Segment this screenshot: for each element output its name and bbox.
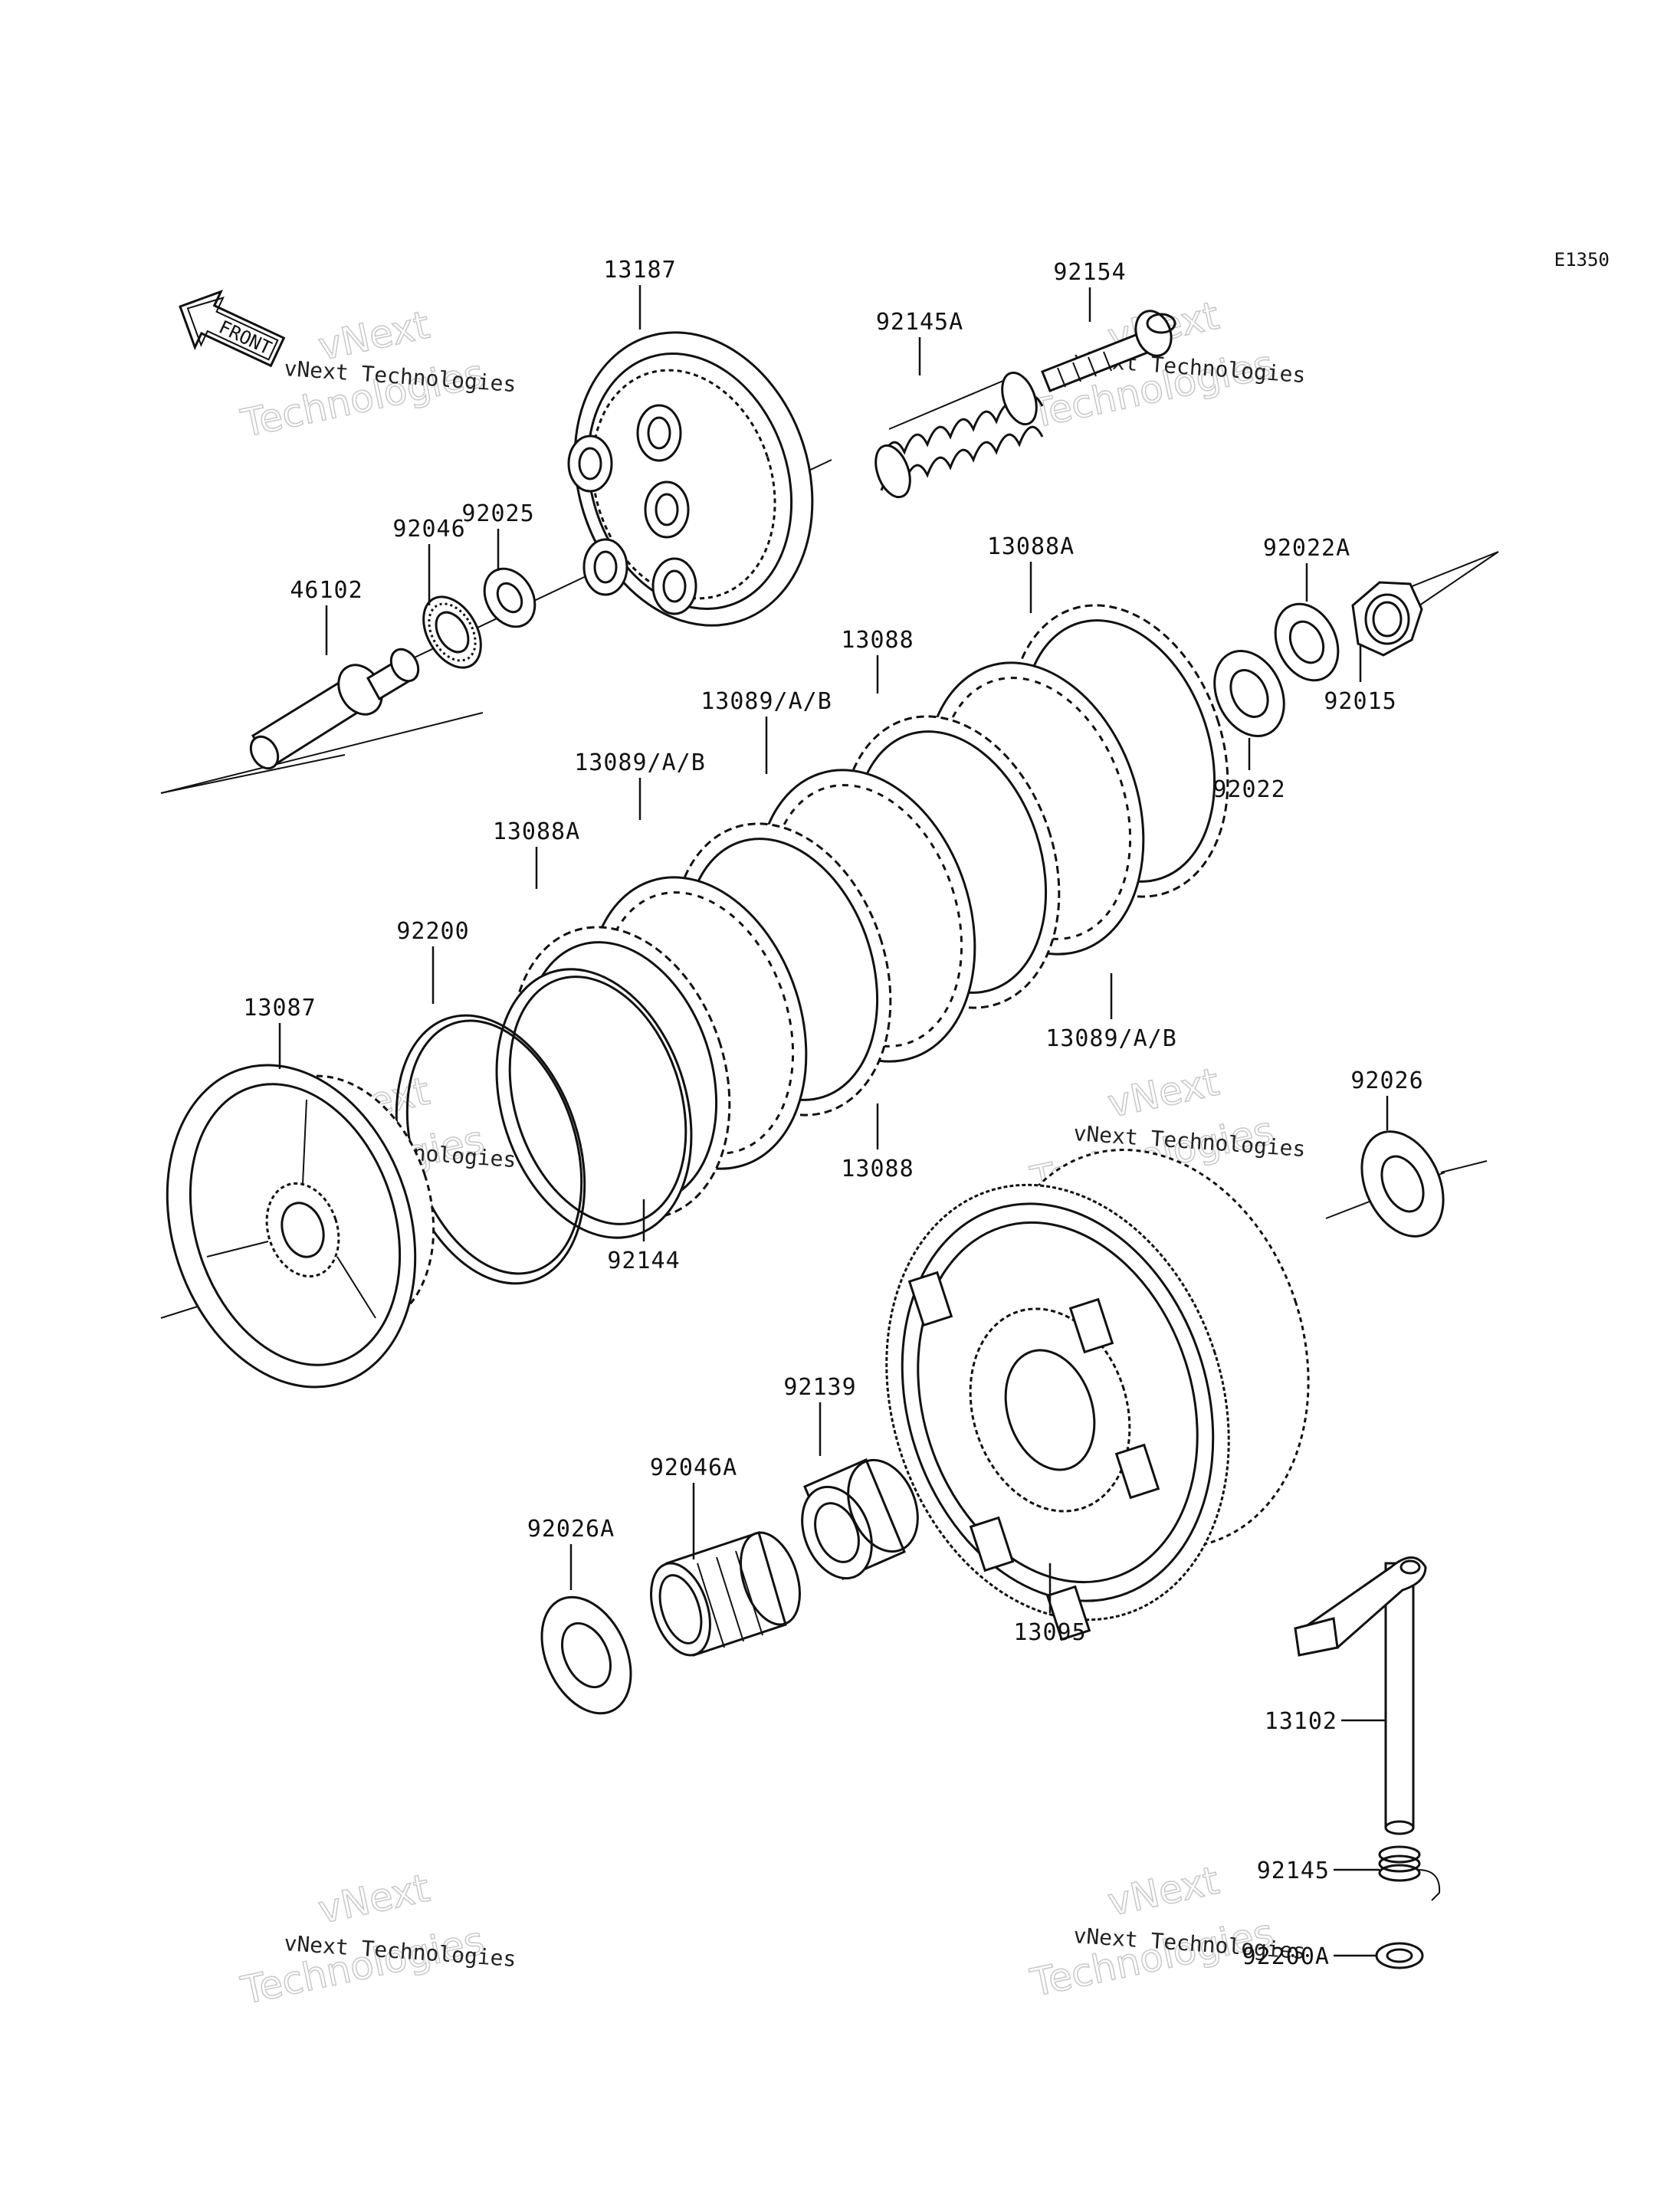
label-92025: 92025 (461, 500, 534, 527)
part-92139-collar (801, 1458, 919, 1580)
label-13089AB-3: 13089/A/B (1045, 1025, 1177, 1052)
part-92046-bearing (422, 595, 482, 669)
label-13089AB-1: 13089/A/B (701, 688, 832, 715)
part-92022A-washer (1274, 602, 1340, 682)
label-13088A-low: 13088A (493, 818, 580, 845)
part-92015-nut (1351, 581, 1423, 657)
part-92145-spring (1378, 1845, 1441, 1901)
label-92154: 92154 (1053, 259, 1126, 286)
label-92022: 92022 (1212, 776, 1285, 803)
label-92015: 92015 (1324, 688, 1396, 715)
leader-lines (278, 285, 1389, 1957)
label-13095: 13095 (1013, 1619, 1086, 1646)
diagram-code: E1350 (1554, 249, 1609, 271)
part-92025-washer (483, 567, 536, 628)
label-92145: 92145 (1257, 1858, 1330, 1884)
part-92022-washer (1213, 650, 1285, 737)
label-92139: 92139 (783, 1374, 856, 1401)
part-92026-washer (1360, 1130, 1445, 1238)
label-92026: 92026 (1350, 1067, 1423, 1094)
label-13088-low: 13088 (841, 1156, 914, 1182)
label-13102: 13102 (1265, 1708, 1337, 1735)
part-13087-clutch-hub (166, 1064, 435, 1389)
part-92046A-needle-bearing (650, 1531, 801, 1657)
label-92145A: 92145A (876, 309, 963, 336)
part-92145A-spring (874, 371, 1044, 499)
label-92200: 92200 (396, 918, 469, 945)
label-13088A-top: 13088A (987, 533, 1075, 560)
part-13102-release-shaft (1294, 1556, 1427, 1835)
part-labels: 13187 92154 92145A 92025 92046 46102 130… (243, 257, 1423, 1970)
watermark-word1: vNext (314, 1866, 433, 1933)
part-46102-push-rod (249, 648, 420, 770)
part-13187-pressure-plate (567, 331, 814, 627)
part-13095-clutch-housing (885, 1149, 1310, 1641)
part-92154-bolt (1041, 310, 1176, 392)
label-92200A: 92200A (1242, 1943, 1330, 1970)
label-92022A: 92022A (1263, 535, 1350, 562)
watermark-word1: vNext (1104, 1858, 1222, 1925)
part-92200A-washer (1375, 1942, 1424, 1969)
label-92046: 92046 (392, 516, 465, 543)
label-92144: 92144 (607, 1248, 680, 1274)
label-13088-top: 13088 (841, 627, 914, 654)
label-13087: 13087 (243, 995, 316, 1021)
label-13089AB-2: 13089/A/B (574, 749, 706, 776)
watermark-word1: vNext (1104, 1060, 1222, 1126)
label-92046A: 92046A (650, 1454, 737, 1481)
part-92026A-washer (540, 1595, 632, 1715)
label-92026A: 92026A (527, 1516, 615, 1543)
watermark-bl: vNext Technologies vNext Technologies (237, 1865, 517, 2014)
label-46102: 46102 (290, 577, 363, 604)
front-arrow-icon: FRONT (179, 290, 286, 368)
watermark-tl: vNext Technologies vNext Technologies (237, 302, 517, 447)
label-13187: 13187 (603, 257, 676, 284)
part-92144-ring (495, 968, 693, 1239)
